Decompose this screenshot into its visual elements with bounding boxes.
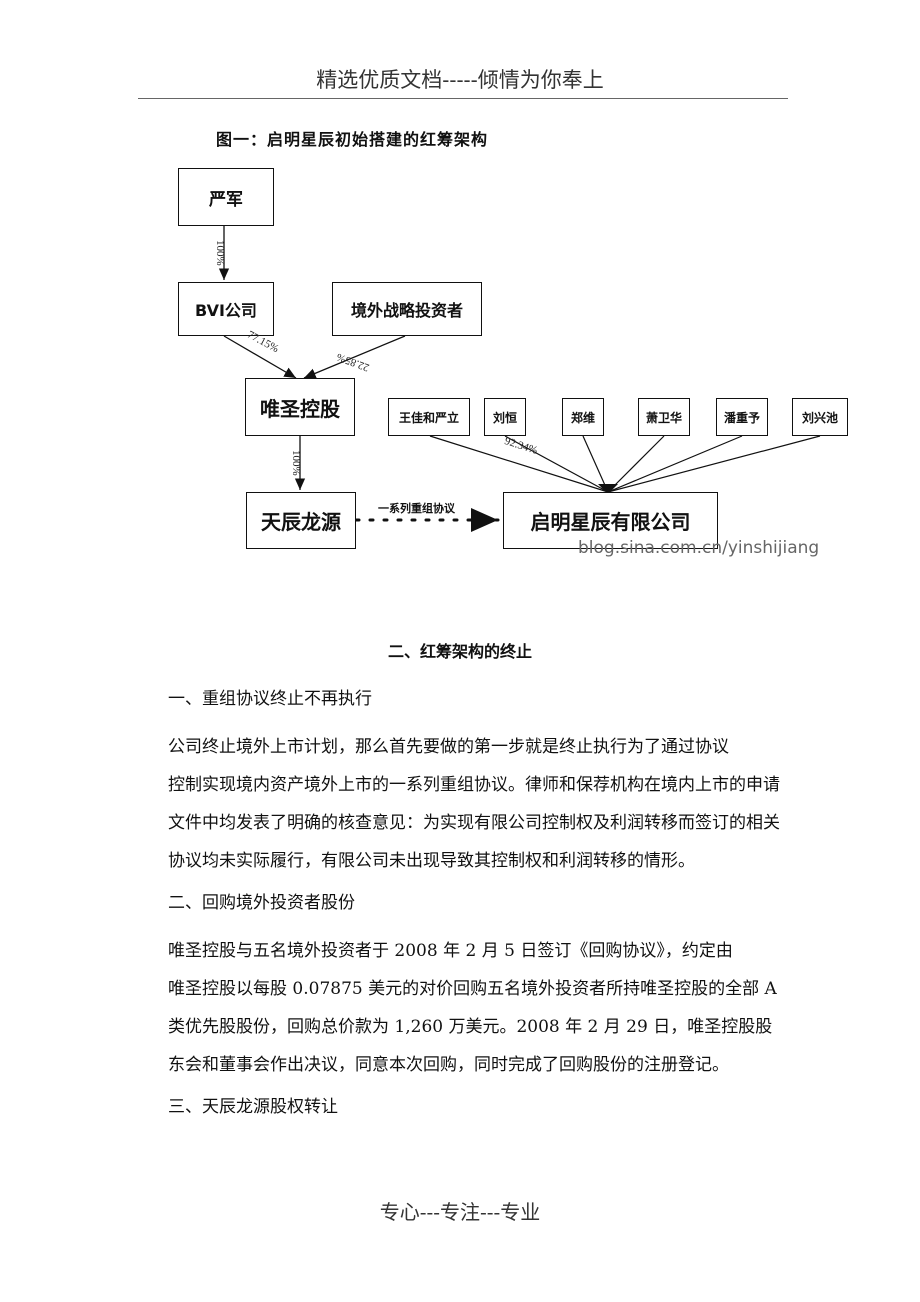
box-individual-6: 刘兴池	[792, 398, 848, 436]
blog-watermark: blog.sina.com.cn/yinshijiang	[578, 538, 820, 558]
subheading-2: 二、回购境外投资者股份	[168, 893, 355, 913]
line-ind-6	[607, 435, 821, 493]
convergence-arrowhead	[598, 484, 618, 494]
line-bvi-weisheng	[223, 335, 297, 379]
box-qiming: 启明星辰有限公司	[503, 492, 718, 549]
line-ind-4	[607, 435, 665, 493]
paragraph-1-body: 控制实现境内资产境外上市的一系列重组协议。律师和保荐机构在境内上市的申请文件中均…	[168, 775, 780, 871]
structure-connectors	[218, 226, 821, 532]
box-strategic-investors: 境外战略投资者	[332, 282, 482, 336]
line-ind-2	[504, 435, 609, 493]
box-individual-4: 萧卫华	[638, 398, 690, 436]
section-title: 二、红筹架构的终止	[387, 642, 532, 661]
box-individual-3: 郑维	[562, 398, 604, 436]
subheading-1: 一、重组协议终止不再执行	[168, 689, 372, 709]
paragraph-2-body: 唯圣控股以每股 0.07875 美元的对价回购五名境外投资者所持唯圣控股的全部 …	[168, 979, 777, 1075]
box-bvi: BVI公司	[178, 282, 274, 336]
figure-title: 图一：启明星辰初始搭建的红筹架构	[216, 130, 489, 149]
header-divider	[138, 98, 788, 99]
page-header: 精选优质文档-----倾情为你奉上	[316, 68, 604, 92]
box-tianchen: 天辰龙源	[246, 492, 356, 549]
line-ind-1	[429, 435, 609, 493]
page-footer: 专心---专注---专业	[379, 1200, 541, 1224]
paragraph-2-first-line: 唯圣控股与五名境外投资者于 2008 年 2 月 5 日签订《回购协议》，约定由	[168, 941, 733, 961]
box-yanjun: 严军	[178, 168, 274, 226]
line-ind-3	[582, 435, 609, 493]
box-individual-5: 潘重予	[716, 398, 768, 436]
pct-yanjun-bvi: 100%	[214, 240, 226, 266]
paragraph-1-first-line: 公司终止境外上市计划，那么首先要做的第一步就是终止执行为了通过协议	[168, 737, 729, 757]
agreement-label: 一系列重组协议	[378, 502, 455, 515]
subheading-3: 三、天辰龙源股权转让	[168, 1097, 338, 1117]
box-individual-2: 刘恒	[484, 398, 526, 436]
box-weisheng: 唯圣控股	[245, 378, 355, 436]
pct-weisheng-tianchen: 100%	[290, 450, 302, 476]
box-individual-1: 王佳和严立	[388, 398, 470, 436]
line-ind-5	[607, 435, 743, 493]
line-strategic-weisheng	[303, 335, 406, 379]
